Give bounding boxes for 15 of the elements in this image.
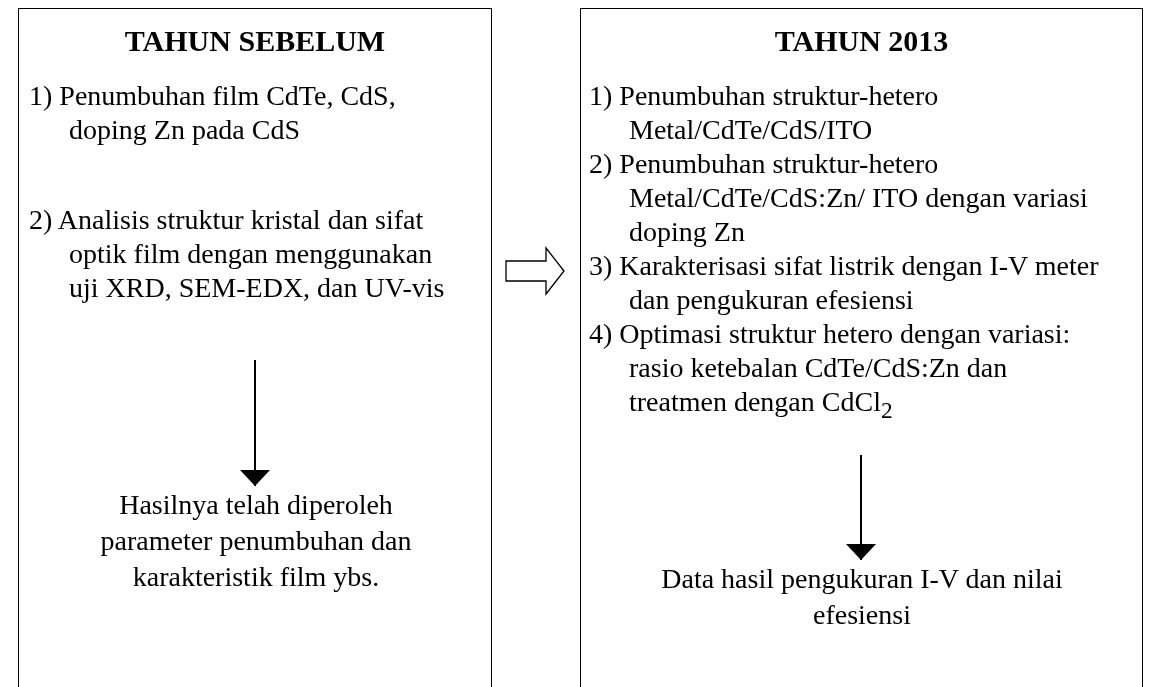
result-text: Hasilnya telah diperoleh parameter penumbuhan dan karakteristik film ybs. [99, 488, 413, 594]
result-text: Data hasil pengukuran I-V dan nilai efesiensi [660, 562, 1064, 632]
panel-title: TAHUN SEBELUM [123, 23, 387, 59]
list-item: 1) Penumbuhan struktur-hetero Metal/CdTe/CdS/ITO [589, 79, 940, 147]
arrow [240, 359, 270, 487]
list-item: 4) Optimasi struktur hetero dengan variasi: rasio ketebalan CdTe/CdS:Zn dan treatmen dengan CdCl$_{2}$ [589, 317, 1072, 425]
panel [580, 8, 1143, 687]
list-item: 2) Analisis struktur kristal dan sifat optik film dengan menggunakan uji XRD, SEM-EDX, dan UV-vis [29, 203, 446, 305]
block-arrow [505, 246, 565, 296]
panel [18, 8, 492, 687]
list-item: 3) Karakterisasi sifat listrik dengan I-V meter dan pengukuran efesiensi [589, 249, 1100, 317]
list-item: 1) Penumbuhan film CdTe, CdS, doping Zn pada CdS [29, 79, 397, 147]
arrow [846, 454, 876, 561]
panel-title: TAHUN 2013 [773, 23, 950, 59]
list-item: 2) Penumbuhan struktur-hetero Metal/CdTe/CdS:Zn/ ITO dengan variasi doping Zn [589, 147, 1089, 249]
